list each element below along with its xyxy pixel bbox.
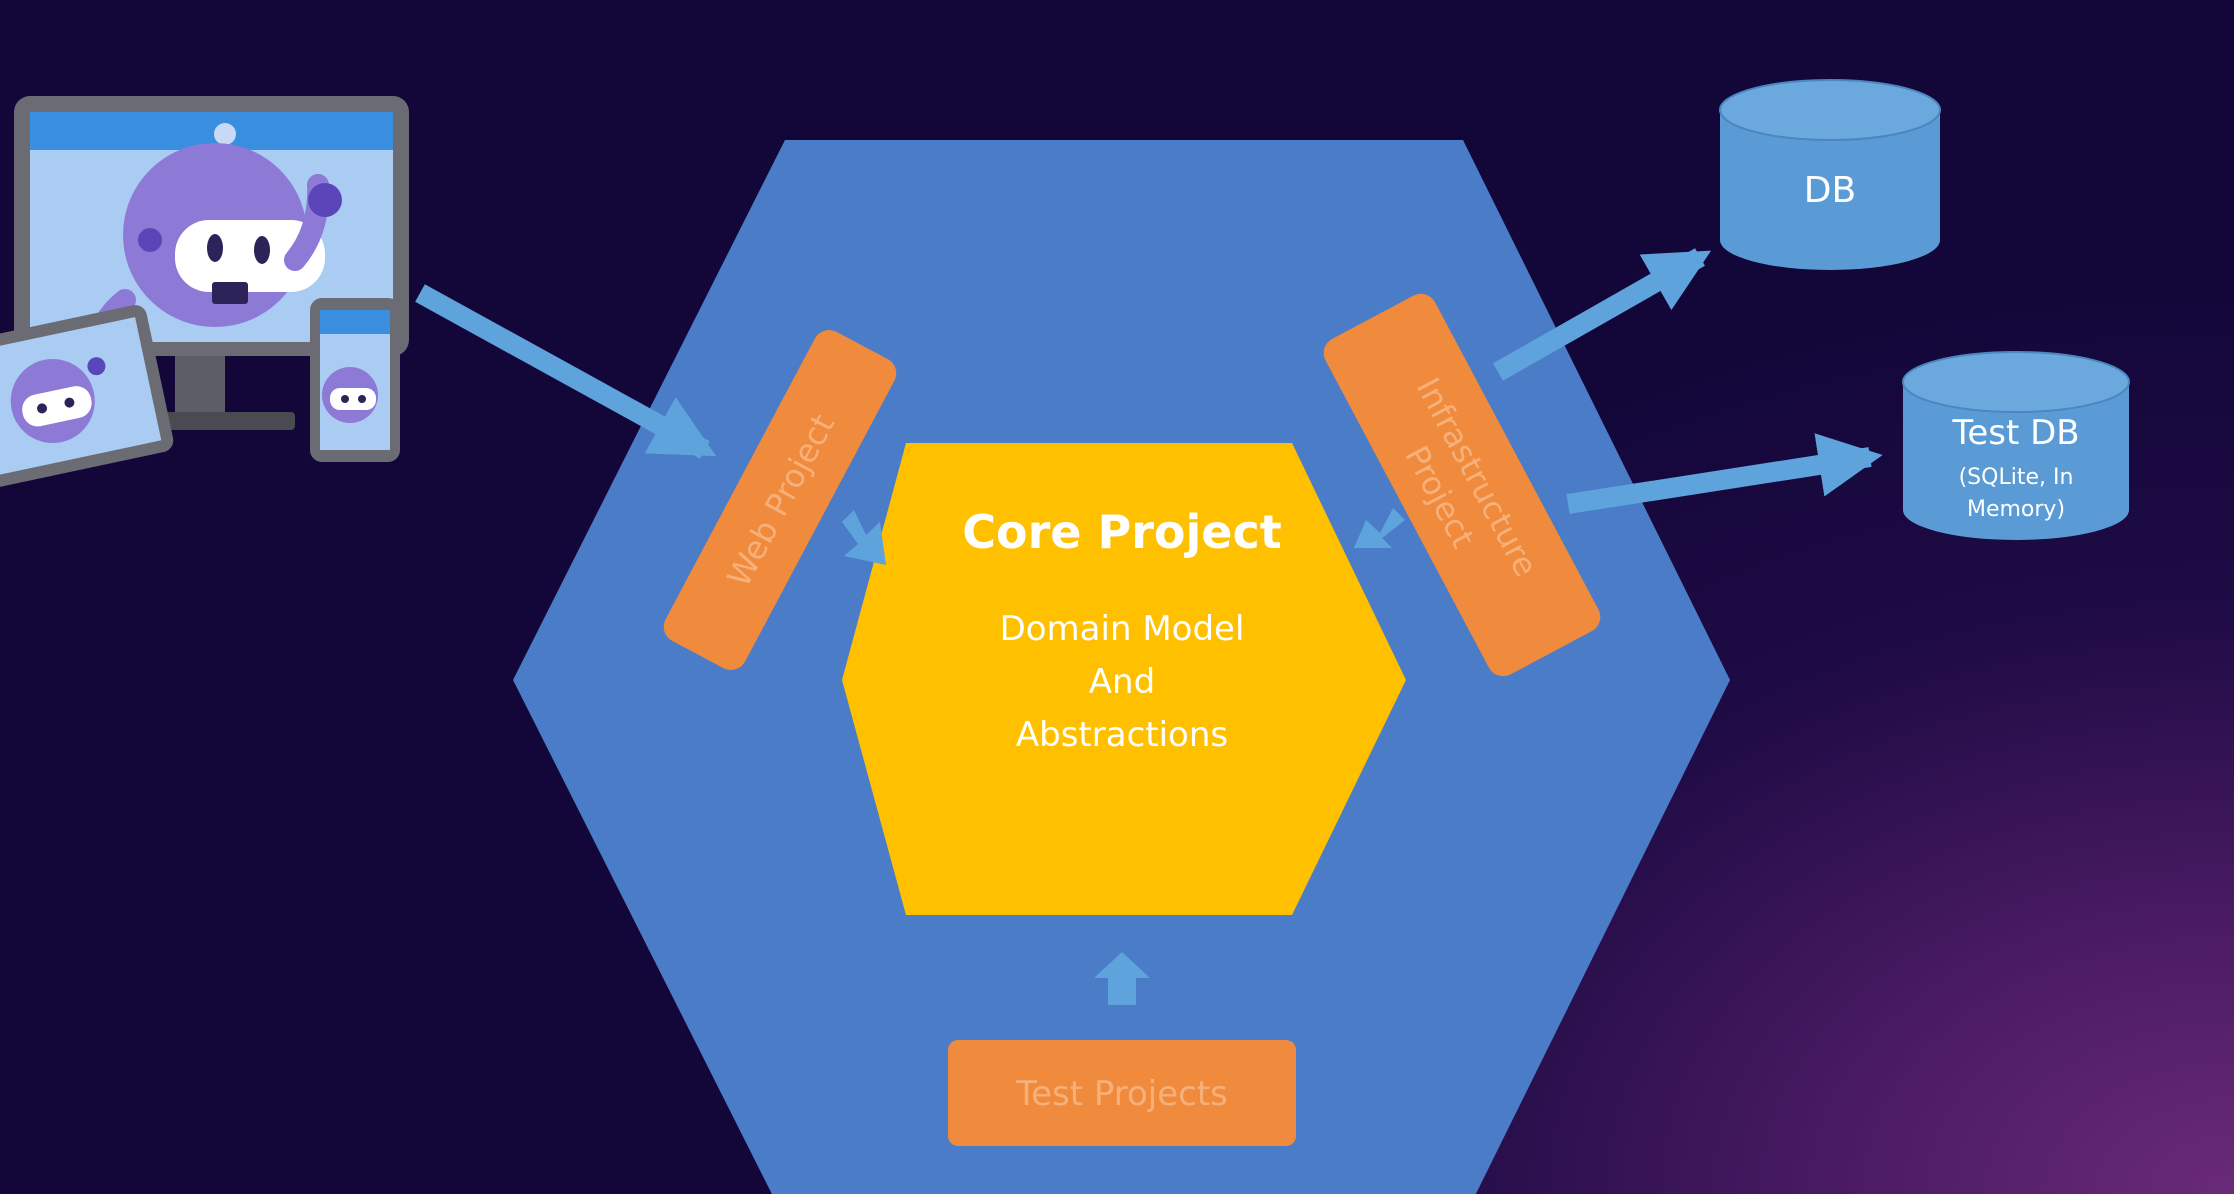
test-db-cylinder — [1902, 351, 2130, 540]
test-to-core-arrow — [1094, 952, 1150, 1005]
db-cylinder — [1719, 79, 1941, 270]
test-projects-box — [948, 1040, 1296, 1146]
client-devices-illustration — [0, 96, 409, 489]
web-to-core-arrow — [842, 510, 886, 565]
test-db-label: Test DB — [1951, 413, 2079, 453]
core-hexagon — [842, 443, 1406, 915]
test-db-note-line-1: (SQLite, In — [1959, 465, 2074, 490]
infrastructure-to-test-db-arrow — [1566, 433, 1883, 514]
test-projects-label: Test Projects — [1015, 1074, 1228, 1114]
db-label: DB — [1804, 170, 1856, 211]
test-db-note-line-2: Memory) — [1967, 497, 2065, 522]
core-subtitle-line-2: And — [1089, 662, 1155, 702]
core-subtitle-line-1: Domain Model — [1000, 609, 1245, 649]
core-subtitle-line-3: Abstractions — [1016, 715, 1228, 755]
robot-mascot — [84, 123, 342, 361]
core-title: Core Project — [962, 505, 1281, 559]
infrastructure-project-box: Infrastructure Project — [1323, 293, 1601, 677]
client-to-web-arrow — [415, 284, 717, 459]
infrastructure-to-db-arrow — [1493, 248, 1712, 381]
infrastructure-to-core-arrow — [1354, 508, 1405, 548]
